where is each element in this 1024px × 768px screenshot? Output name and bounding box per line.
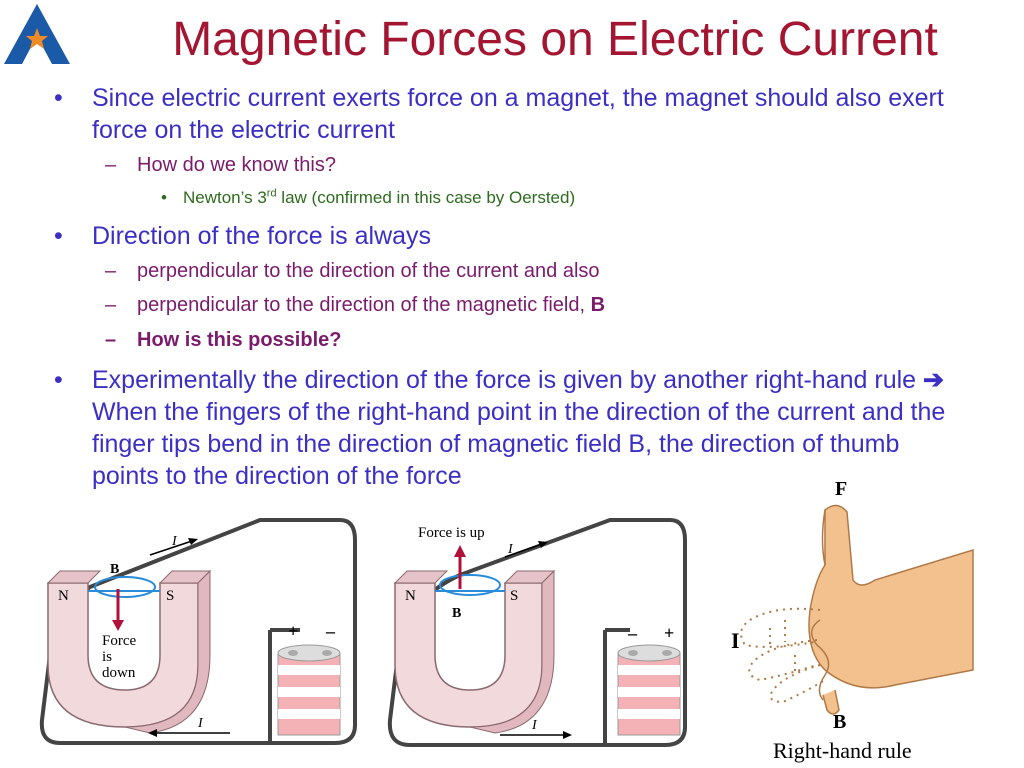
field-label: B xyxy=(110,562,119,577)
bullet-2-sub-1: – perpendicular to the direction of the … xyxy=(105,258,997,284)
newtons-law-text-a: Newton’s 3 xyxy=(183,188,267,207)
bullet-2-sub-2: – perpendicular to the direction of the … xyxy=(105,292,997,318)
university-logo xyxy=(4,4,70,64)
force-label: Force is up xyxy=(418,525,485,541)
field-label: B xyxy=(452,606,461,621)
force-label-line-1: Force xyxy=(102,633,136,649)
force-arrow-head xyxy=(112,620,124,631)
bullet-1-sub-1: – How do we know this? xyxy=(105,152,997,178)
pole-n-label: N xyxy=(405,588,416,604)
magnet-figure-force-down: + – N S B Force is down I I xyxy=(39,518,357,745)
bullet-2-text: Direction of the force is always xyxy=(92,222,432,250)
horseshoe-magnet xyxy=(393,569,556,734)
battery-minus-label: – xyxy=(627,623,638,643)
bullet-2-sub-3-text: How is this possible? xyxy=(137,329,342,351)
field-label: B xyxy=(833,711,846,733)
slide-title: Magnetic Forces on Electric Current xyxy=(172,13,938,66)
bullet-3-text-a: Experimentally the direction of the forc… xyxy=(92,366,924,394)
current-label-bottom: I xyxy=(197,716,204,731)
battery xyxy=(277,644,341,736)
pole-n-label: N xyxy=(58,588,69,604)
right-hand-rule-figure: F I B Right-hand rule xyxy=(731,478,974,763)
bullet-2: • Direction of the force is always xyxy=(54,220,992,252)
magnet-figure-force-up: – + N S B Force is up I I xyxy=(387,518,687,747)
bullet-marker: • xyxy=(54,222,63,250)
hand-illustration xyxy=(808,504,974,701)
force-label-line-3: down xyxy=(102,665,136,681)
battery xyxy=(617,644,681,736)
ordinal-suffix: rd xyxy=(266,187,277,200)
bullet-marker: • xyxy=(54,84,63,112)
current-label: I xyxy=(731,628,740,653)
bullet-2-sub-3: – How is this possible? xyxy=(105,327,997,353)
figure-caption: Right-hand rule xyxy=(773,738,912,763)
pole-s-label: S xyxy=(510,588,518,604)
bullet-marker: • xyxy=(161,188,167,207)
bullet-1-text: Since electric current exerts force on a… xyxy=(92,84,944,144)
dash-marker: – xyxy=(105,329,117,351)
bullet-3: • Experimentally the direction of the fo… xyxy=(54,364,972,492)
battery-minus-label: – xyxy=(325,621,336,641)
arrow-icon: ➔ xyxy=(923,366,944,394)
battery-plus-label: + xyxy=(664,623,674,643)
horseshoe-magnet xyxy=(46,569,212,734)
bullet-1-sub-1-text: How do we know this? xyxy=(137,154,336,176)
field-line-loop xyxy=(439,574,501,596)
current-label-bottom: I xyxy=(531,718,538,733)
bullet-2-sub-2-text: perpendicular to the direction of the ma… xyxy=(137,294,591,316)
field-line-loop xyxy=(94,576,156,598)
bullet-1-sub-1-sub: • Newton’s 3rd law (confirmed in this ca… xyxy=(161,186,983,210)
bullet-1: • Since electric current exerts force on… xyxy=(54,82,992,146)
field-symbol: B xyxy=(590,294,606,316)
dash-marker: – xyxy=(105,260,117,282)
force-arrow-head xyxy=(454,545,466,557)
pole-s-label: S xyxy=(166,588,174,604)
bullet-marker: • xyxy=(54,366,63,394)
current-label-top: I xyxy=(507,542,514,557)
newtons-law-text-b: law (confirmed in this case by Oersted) xyxy=(276,188,576,207)
bullet-3-text-b: When the fingers of the right-hand point… xyxy=(92,398,946,490)
force-label-line-2: is xyxy=(102,649,112,665)
dash-marker: – xyxy=(105,154,117,176)
dotted-fingers xyxy=(740,607,826,704)
force-label: F xyxy=(835,478,847,500)
battery-plus-label: + xyxy=(288,621,298,641)
dash-marker: – xyxy=(105,294,117,316)
current-label-top: I xyxy=(171,534,178,549)
bullet-2-sub-1-text: perpendicular to the direction of the cu… xyxy=(137,260,600,282)
